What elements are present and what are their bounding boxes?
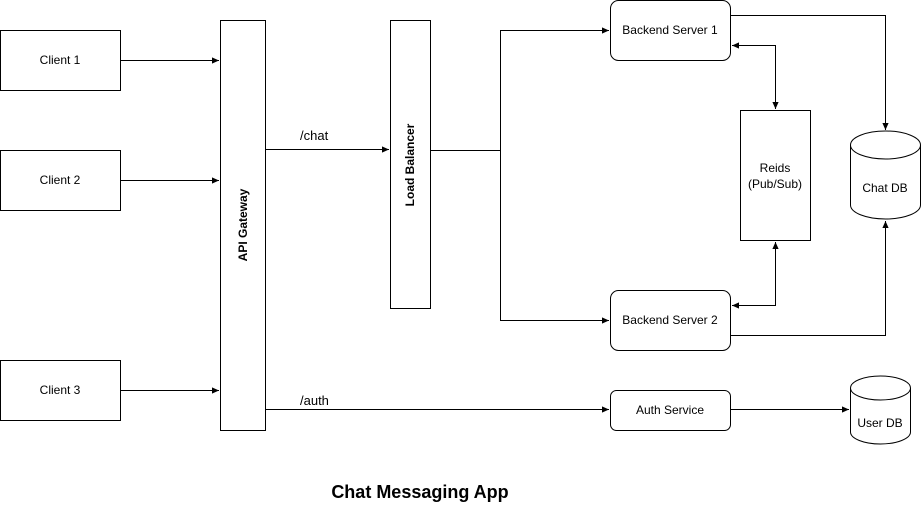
client-3-node: Client 3 [0, 360, 121, 421]
backend-server-2-node: Backend Server 2 [610, 290, 731, 351]
edge-backend1-redis [732, 42, 779, 109]
redis-label: Reids [760, 161, 791, 175]
user-db-label: User DB [857, 416, 902, 430]
chat-route-label: /chat [300, 128, 329, 143]
auth-service-label: Auth Service [636, 403, 704, 417]
user-db-node: User DB [850, 375, 911, 445]
backend-server-1-label: Backend Server 1 [622, 23, 718, 37]
client-2-label: Client 2 [40, 173, 81, 187]
api-gateway-node: API Gateway [220, 20, 266, 431]
edge-backend1-chatdb [731, 15, 889, 130]
auth-route-label: /auth [300, 393, 329, 408]
client-1-node: Client 1 [0, 30, 121, 91]
backend-server-1-node: Backend Server 1 [610, 0, 731, 61]
backend-server-2-label: Backend Server 2 [622, 313, 718, 327]
edge-backend2-redis [732, 242, 779, 309]
client-1-label: Client 1 [40, 53, 81, 67]
edge-loadbalancer-backend1 [431, 27, 609, 151]
redis-sublabel: (Pub/Sub) [748, 177, 802, 191]
chat-db-label: Chat DB [862, 181, 907, 195]
redis-node: Reids (Pub/Sub) [740, 110, 811, 241]
chat-db-node: Chat DB [850, 130, 921, 220]
edge-loadbalancer-backend2 [500, 150, 609, 324]
edge-backend2-chatdb [731, 221, 889, 336]
client-2-node: Client 2 [0, 150, 121, 211]
load-balancer-label: Load Balancer [403, 123, 417, 206]
auth-service-node: Auth Service [610, 390, 731, 431]
diagram-title: Chat Messaging App [331, 482, 508, 502]
load-balancer-node: Load Balancer [390, 20, 431, 309]
api-gateway-label: API Gateway [236, 188, 250, 261]
client-3-label: Client 3 [40, 383, 81, 397]
